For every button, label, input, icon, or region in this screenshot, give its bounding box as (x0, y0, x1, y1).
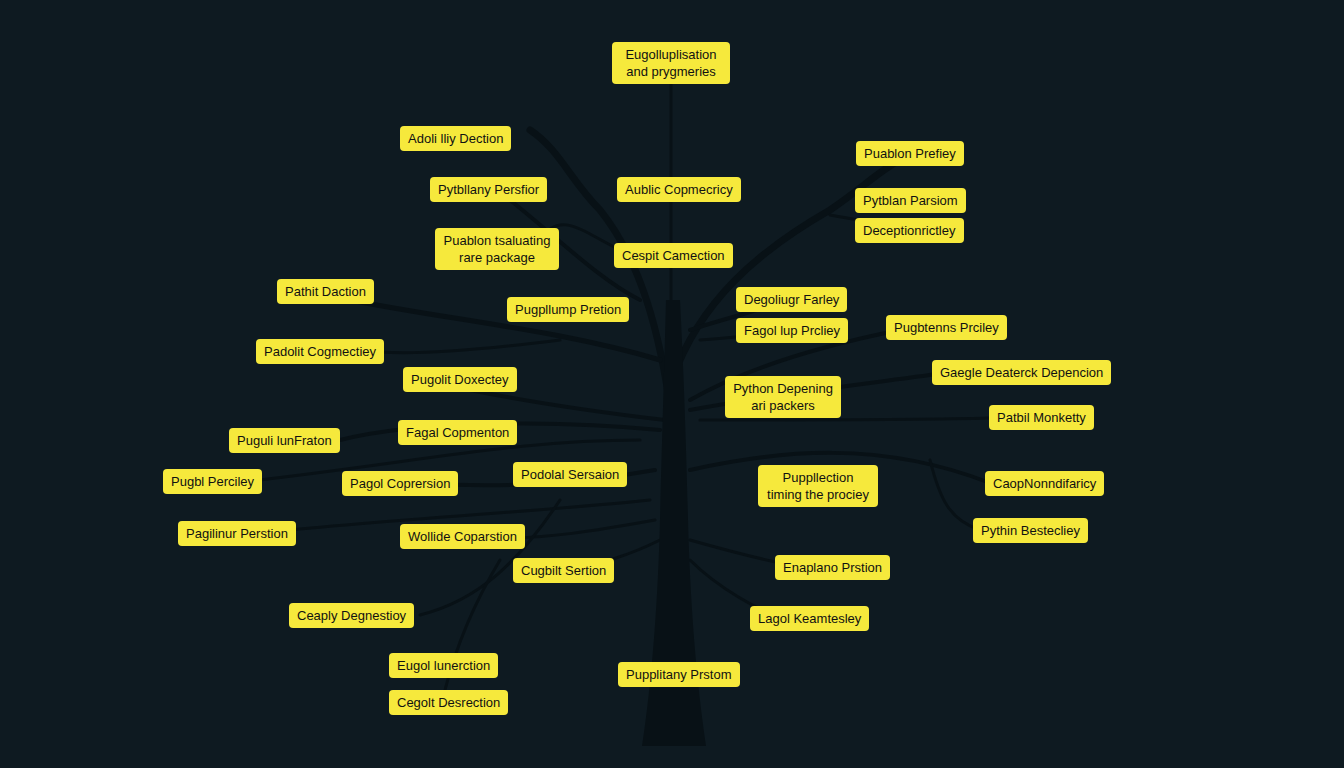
box-text: Gaegle Deaterck Depencion (940, 364, 1103, 381)
box-text: Python Depening ari packers (733, 380, 833, 414)
sticky-box: Pupplitany Prstom (618, 662, 740, 687)
box-text: Deceptionrictley (863, 222, 956, 239)
sticky-box: Python Depening ari packers (725, 376, 841, 418)
box-text: Pupplitany Prstom (626, 666, 732, 683)
sticky-box: Adoli lliy Dection (400, 126, 511, 151)
sticky-box: Wollide Coparstion (400, 524, 525, 549)
sticky-box: Puguli lunFraton (229, 428, 340, 453)
box-text: Pathit Daction (285, 283, 366, 300)
sticky-box: Puppllection timing the prociey (758, 465, 878, 507)
box-text: Cespit Camection (622, 247, 725, 264)
sticky-box: Patbil Monketty (989, 405, 1094, 430)
sticky-box: Padolit Cogmectiey (256, 339, 384, 364)
sticky-box: Pugbl Perciley (163, 469, 262, 494)
sticky-box: Degoliugr Farley (736, 287, 847, 312)
box-text: Degoliugr Farley (744, 291, 839, 308)
sticky-box: Eugolluplisation and prygmeries (612, 42, 730, 84)
box-text: Pytbllany Persfior (438, 181, 539, 198)
sticky-box: Pagol Coprersion (342, 471, 458, 496)
box-text: Pytblan Parsiom (863, 192, 958, 209)
sticky-box: Fagol lup Prcliey (736, 318, 848, 343)
box-text: Ceaply Degnestioy (297, 607, 406, 624)
sticky-box: Fagal Copmenton (398, 420, 517, 445)
sticky-box: Puablon tsaluating rare package (435, 228, 559, 270)
box-text: Padolit Cogmectiey (264, 343, 376, 360)
sticky-box: Cespit Camection (614, 243, 733, 268)
sticky-box: Eugol lunerction (389, 653, 498, 678)
box-text: Fagal Copmenton (406, 424, 509, 441)
sticky-box: Pythin Bestecliey (973, 518, 1088, 543)
sticky-box: Podolal Sersaion (513, 462, 627, 487)
sticky-box: Pytblan Parsiom (855, 188, 966, 213)
sticky-box: Cegolt Desrection (389, 690, 508, 715)
sticky-box: Puablon Prefiey (856, 141, 964, 166)
box-text: Puablon Prefiey (864, 145, 956, 162)
sticky-box: Pagilinur Perstion (178, 521, 296, 546)
sticky-box: Lagol Keamtesley (750, 606, 869, 631)
box-text: Pagol Coprersion (350, 475, 450, 492)
box-text: Aublic Copmecricy (625, 181, 733, 198)
sticky-box: Cugbilt Sertion (513, 558, 614, 583)
box-text: Eugol lunerction (397, 657, 490, 674)
box-text: Pagilinur Perstion (186, 525, 288, 542)
box-text: Pugbl Perciley (171, 473, 254, 490)
box-text: Puguli lunFraton (237, 432, 332, 449)
sticky-box: Ceaply Degnestioy (289, 603, 414, 628)
sticky-box: Pugbtenns Prciley (886, 315, 1007, 340)
sticky-box: Pugpllump Pretion (507, 297, 629, 322)
box-text: Pugolit Doxectey (411, 371, 509, 388)
box-text: Pythin Bestecliey (981, 522, 1080, 539)
box-text: Wollide Coparstion (408, 528, 517, 545)
box-text: Pugbtenns Prciley (894, 319, 999, 336)
box-text: Fagol lup Prcliey (744, 322, 840, 339)
sticky-box: Pugolit Doxectey (403, 367, 517, 392)
sticky-box: Gaegle Deaterck Depencion (932, 360, 1111, 385)
box-text: Cugbilt Sertion (521, 562, 606, 579)
sticky-box: Pytbllany Persfior (430, 177, 547, 202)
box-text: Puppllection timing the prociey (766, 469, 870, 503)
box-text: Lagol Keamtesley (758, 610, 861, 627)
sticky-box: Deceptionrictley (855, 218, 964, 243)
sticky-box: Enaplano Prstion (775, 555, 890, 580)
box-text: Enaplano Prstion (783, 559, 882, 576)
box-text: Podolal Sersaion (521, 466, 619, 483)
sticky-box: Pathit Daction (277, 279, 374, 304)
box-text: Patbil Monketty (997, 409, 1086, 426)
box-text: Cegolt Desrection (397, 694, 500, 711)
box-text: CaopNonndifaricy (993, 475, 1096, 492)
box-text: Eugolluplisation and prygmeries (620, 46, 722, 80)
tree-branches (260, 80, 990, 690)
box-text: Pugpllump Pretion (515, 301, 621, 318)
sticky-box: Aublic Copmecricy (617, 177, 741, 202)
box-text: Puablon tsaluating rare package (443, 232, 551, 266)
sticky-box: CaopNonndifaricy (985, 471, 1104, 496)
box-text: Adoli lliy Dection (408, 130, 503, 147)
